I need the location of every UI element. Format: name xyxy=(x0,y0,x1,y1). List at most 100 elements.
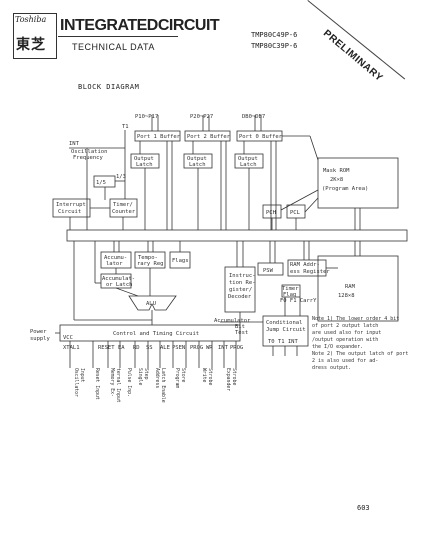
int-label: INT xyxy=(69,141,80,147)
psw-box xyxy=(257,262,284,276)
rot-expander: Expander xyxy=(225,368,231,391)
pin-ea: EA xyxy=(118,345,125,351)
port1-latch-l2: Latch xyxy=(136,162,153,168)
note-line-4: /output operation with xyxy=(312,337,378,343)
timer-counter-l2: Counter xyxy=(112,209,136,215)
rot-input: Input xyxy=(79,368,85,383)
port2-latch-l1: Output xyxy=(187,156,207,162)
temp-reg-l1: Tempo- xyxy=(138,255,158,261)
acc-latch-l1: Accumulat- xyxy=(102,276,135,282)
rom-l3: (Program Area) xyxy=(322,186,368,192)
pin-ale: ALE xyxy=(160,345,170,351)
pch-label: PCH xyxy=(266,210,276,216)
rot-mem-ex: Memory Ex- xyxy=(109,368,115,397)
rot-exp-strobe: Strobe xyxy=(231,368,237,385)
decoder-l4: Decoder xyxy=(228,294,252,300)
note-line-2: of port 2 output latch xyxy=(312,323,378,329)
flags-label: Flags xyxy=(172,258,189,264)
port2-buffer-label: Port 2 Buffer xyxy=(187,134,231,140)
pin-wr: WR xyxy=(206,345,213,351)
decoder-l1: Instruc- xyxy=(229,273,256,279)
acc-bit-test-l1: Accumulator xyxy=(214,318,251,324)
temp-reg-l2: rary Reg xyxy=(137,261,164,267)
part-number-1: TMP80C49P-6 xyxy=(251,31,298,39)
ram-addr-l1: RAM Addr- xyxy=(290,262,320,268)
acc-bit-test-l2: Bit xyxy=(235,324,245,330)
port0-label: DB0~DB7 xyxy=(242,114,265,120)
pin-prog: PROG xyxy=(190,345,203,351)
power-supply-l1: Power xyxy=(30,329,47,335)
ram-addr-l2: ess Register xyxy=(290,269,330,275)
rot-osc: Oscillator xyxy=(73,368,79,397)
cond-jump-l1: Conditional xyxy=(266,320,302,326)
logo-kanji-text: 東芝 xyxy=(16,37,46,53)
port1-buffer-box xyxy=(134,130,181,142)
port2-latch-l2: Latch xyxy=(189,162,206,168)
note-line-5: the I/O expander. xyxy=(312,344,363,350)
rot-ext-input: ternal Input xyxy=(115,368,121,403)
alu-shape xyxy=(128,295,177,311)
accumulator-l2: lator xyxy=(106,261,123,267)
rom-l2: 2K×8 xyxy=(330,177,343,183)
timer-flag-box xyxy=(281,284,301,298)
timer-flag-l1: Timer xyxy=(282,286,299,292)
rot-store: Store xyxy=(180,368,186,383)
vcc-label: VCC xyxy=(63,335,73,341)
note-line-1: Note 1) The lower order 4 bit xyxy=(312,316,399,322)
tpins-label: T0 T1 INT xyxy=(268,339,298,345)
oscillation-label-l2: Frequency xyxy=(73,155,103,161)
ram-l2: 128×8 xyxy=(338,293,355,299)
rot-address: Address xyxy=(154,368,160,388)
port0-latch-l2: Latch xyxy=(240,162,257,168)
div3-label: 1/3 xyxy=(116,174,126,180)
doc-subtitle: TECHNICAL DATA xyxy=(72,42,155,52)
port1-buffer-label: Port 1 Buffer xyxy=(137,134,181,140)
rot-program: Program xyxy=(174,368,180,388)
internal-bus xyxy=(66,229,408,242)
rom-l1: Mask ROM xyxy=(323,168,350,174)
pcl-label: PCL xyxy=(290,210,301,216)
conditional-jump-box xyxy=(262,315,309,347)
note-line-6: Note 2) The output latch of port xyxy=(312,351,408,357)
pin-reset: RESET xyxy=(98,345,115,351)
timer-flag-l2: Flag xyxy=(283,292,296,298)
port1-latch-l1: Output xyxy=(134,156,154,162)
ram-box xyxy=(317,255,399,322)
t1-label: T1 xyxy=(122,124,129,130)
heading-divider xyxy=(58,36,178,37)
div5-box xyxy=(93,175,116,188)
pin-prog2: PROG xyxy=(230,345,243,351)
logo-script-text: Toshiba xyxy=(15,15,47,24)
power-supply-l2: supply xyxy=(30,336,51,342)
rot-latch: Latch Enable xyxy=(160,368,166,403)
cond-jump-l2: Jump Circuit xyxy=(266,327,306,333)
interrupt-l2: Circuit xyxy=(58,209,81,215)
port0-latch-l1: Output xyxy=(238,156,258,162)
note-line-7: 2 is also used for ad- xyxy=(312,358,378,364)
flags-row-label: F0 F1 CarrY xyxy=(280,298,317,304)
psw-label: PSW xyxy=(263,268,274,274)
part-number-2: TMP80C39P-6 xyxy=(251,42,298,50)
rot-pulse: Pulse Inp. xyxy=(126,368,132,397)
port0-buffer-label: Port 0 Buffer xyxy=(239,134,283,140)
port2-label: P20~P27 xyxy=(190,114,213,120)
rot-strobe: Strobe xyxy=(207,368,213,385)
pin-ss: SS xyxy=(146,345,153,351)
ram-l1: RAM xyxy=(345,284,356,290)
doc-type-heading: INTEGRATEDCIRCUIT xyxy=(60,17,220,34)
pin-int: INT xyxy=(218,345,229,351)
rot-single: Single xyxy=(137,368,143,385)
oscillation-label-l1: Oscillation xyxy=(71,149,107,155)
alu-label: ALU xyxy=(146,301,156,307)
pin-psen: PSEN xyxy=(172,345,185,351)
interrupt-l1: Interrupt xyxy=(56,202,86,208)
rot-reset: Reset Input xyxy=(94,368,100,400)
note-line-8: dress output. xyxy=(312,365,351,371)
page-number: 603 xyxy=(357,504,370,512)
acc-bit-test-l3: Test xyxy=(235,330,248,336)
acc-latch-l2: or Latch xyxy=(106,282,133,288)
pin-xtal1: XTAL1 xyxy=(63,345,80,351)
control-timing-label: Control and Timing Circuit xyxy=(113,331,199,337)
rot-step: Step xyxy=(143,368,149,380)
